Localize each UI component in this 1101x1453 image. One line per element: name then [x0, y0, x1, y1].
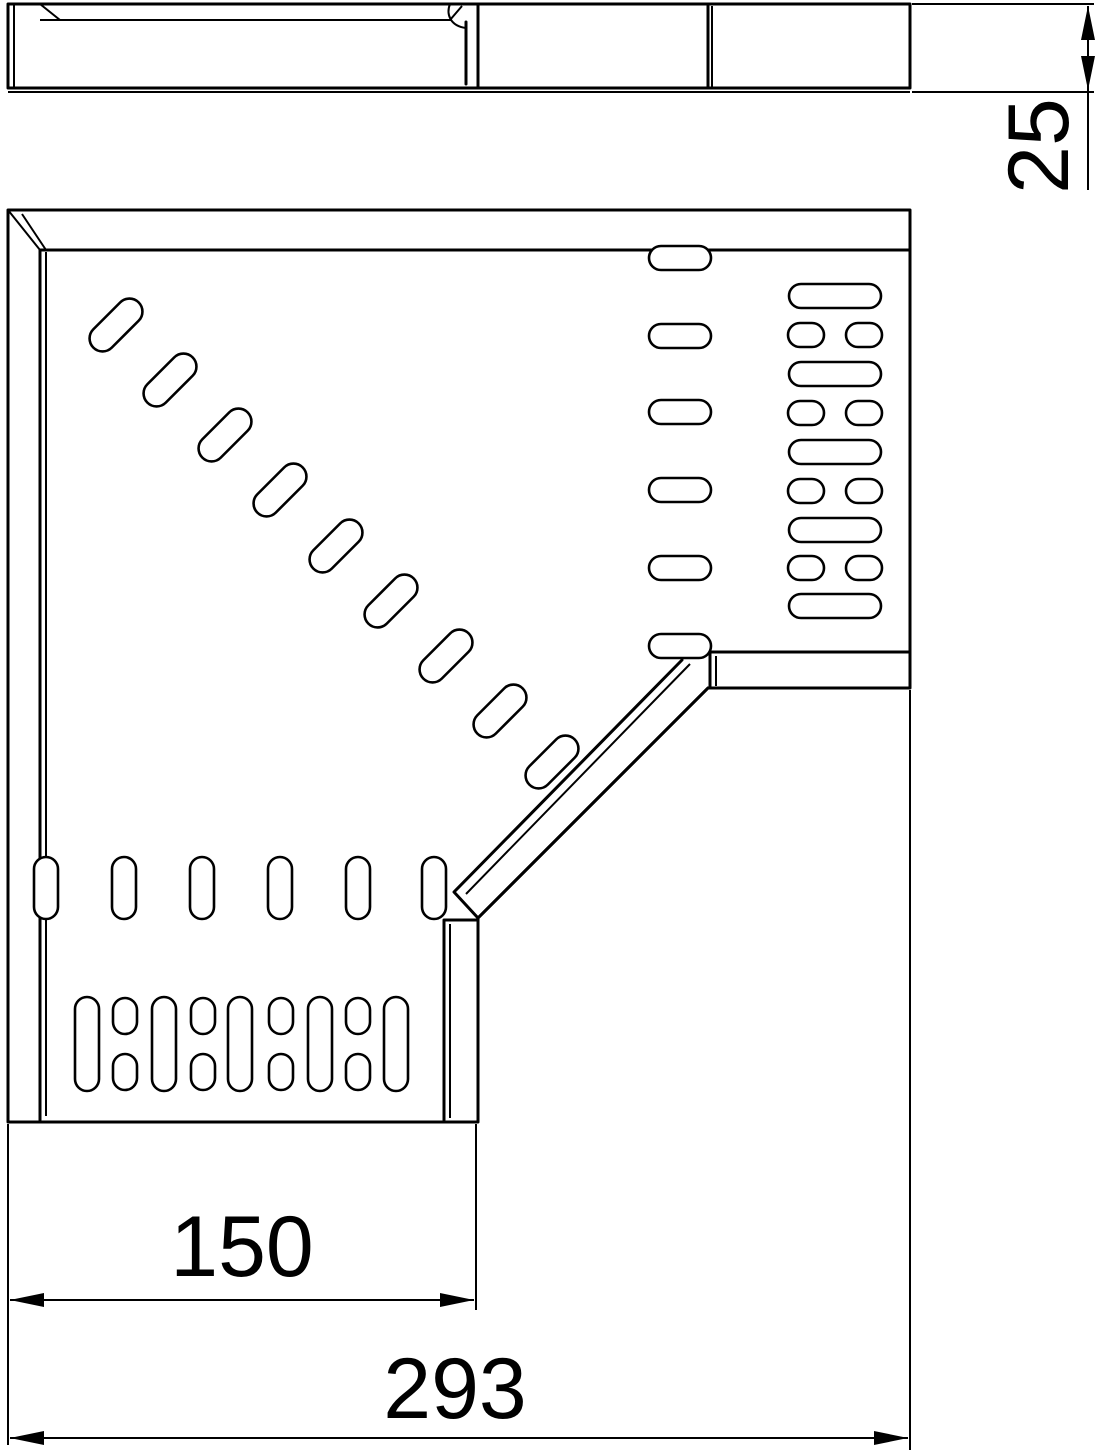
vent-slot: [787, 438, 883, 466]
outer-contour: [6, 208, 912, 1124]
plan-view: [6, 208, 912, 1124]
right-leg-slot-holes: [647, 244, 713, 660]
slot-hole: [308, 518, 364, 574]
slot-hole: [197, 407, 253, 463]
vent-slot: [787, 360, 883, 388]
slot-hole: [647, 476, 713, 504]
right-leg-vent-pattern: [786, 282, 884, 620]
slot-hole: [344, 855, 372, 921]
slot-hole: [110, 855, 138, 921]
inner-flange: [38, 248, 912, 1122]
vent-slot: [267, 996, 295, 1036]
slot-hole: [32, 855, 60, 921]
vent-slot: [844, 321, 884, 349]
slot-hole: [472, 683, 528, 739]
slot-hole: [647, 554, 713, 582]
slot-hole: [142, 352, 198, 408]
vent-slot: [189, 996, 217, 1036]
vent-slot: [787, 282, 883, 310]
slot-hole: [647, 244, 713, 272]
vent-slot: [306, 995, 334, 1093]
slot-hole: [418, 628, 474, 684]
vent-slot: [150, 995, 178, 1093]
slot-hole: [188, 855, 216, 921]
slot-hole: [647, 398, 713, 426]
vent-slot: [111, 1052, 139, 1092]
vent-slot: [786, 554, 826, 582]
vent-slot: [267, 1052, 295, 1092]
dimension-height-label: 25: [991, 98, 1087, 194]
right-leg-wall: [706, 650, 912, 690]
vent-slot: [787, 592, 883, 620]
slot-hole: [647, 632, 713, 660]
lower-leg-wall: [442, 918, 480, 1122]
dimension-height: 25: [912, 3, 1095, 194]
vent-slot: [786, 399, 826, 427]
lower-leg-vent-pattern: [73, 995, 410, 1093]
slot-hole: [88, 297, 144, 353]
vent-slot: [226, 995, 254, 1093]
dimension-leg-width-label: 150: [170, 1199, 314, 1295]
dimension-overall-width: 293: [10, 690, 911, 1450]
diagonal-slot-holes: [88, 297, 580, 790]
vent-slot: [786, 321, 826, 349]
dimension-overall-width-label: 293: [383, 1341, 527, 1437]
vent-slot: [111, 996, 139, 1036]
vent-slot: [73, 995, 101, 1093]
slot-hole: [420, 855, 448, 921]
side-view: [6, 2, 912, 93]
lower-leg-slot-holes: [32, 855, 448, 921]
slot-hole: [647, 322, 713, 350]
vent-slot: [844, 399, 884, 427]
vent-slot: [844, 477, 884, 505]
vent-slot: [344, 996, 372, 1036]
slot-hole: [363, 573, 419, 629]
vent-slot: [344, 1052, 372, 1092]
dimension-leg-width: 150: [7, 1124, 477, 1445]
vent-slot: [787, 516, 883, 544]
slot-hole: [266, 855, 294, 921]
vent-slot: [382, 995, 410, 1093]
slot-hole: [252, 462, 308, 518]
diagonal-wall: [452, 658, 710, 920]
vent-slot: [844, 554, 884, 582]
vent-slot: [189, 1052, 217, 1092]
vent-slot: [786, 477, 826, 505]
slot-hole: [524, 734, 580, 790]
